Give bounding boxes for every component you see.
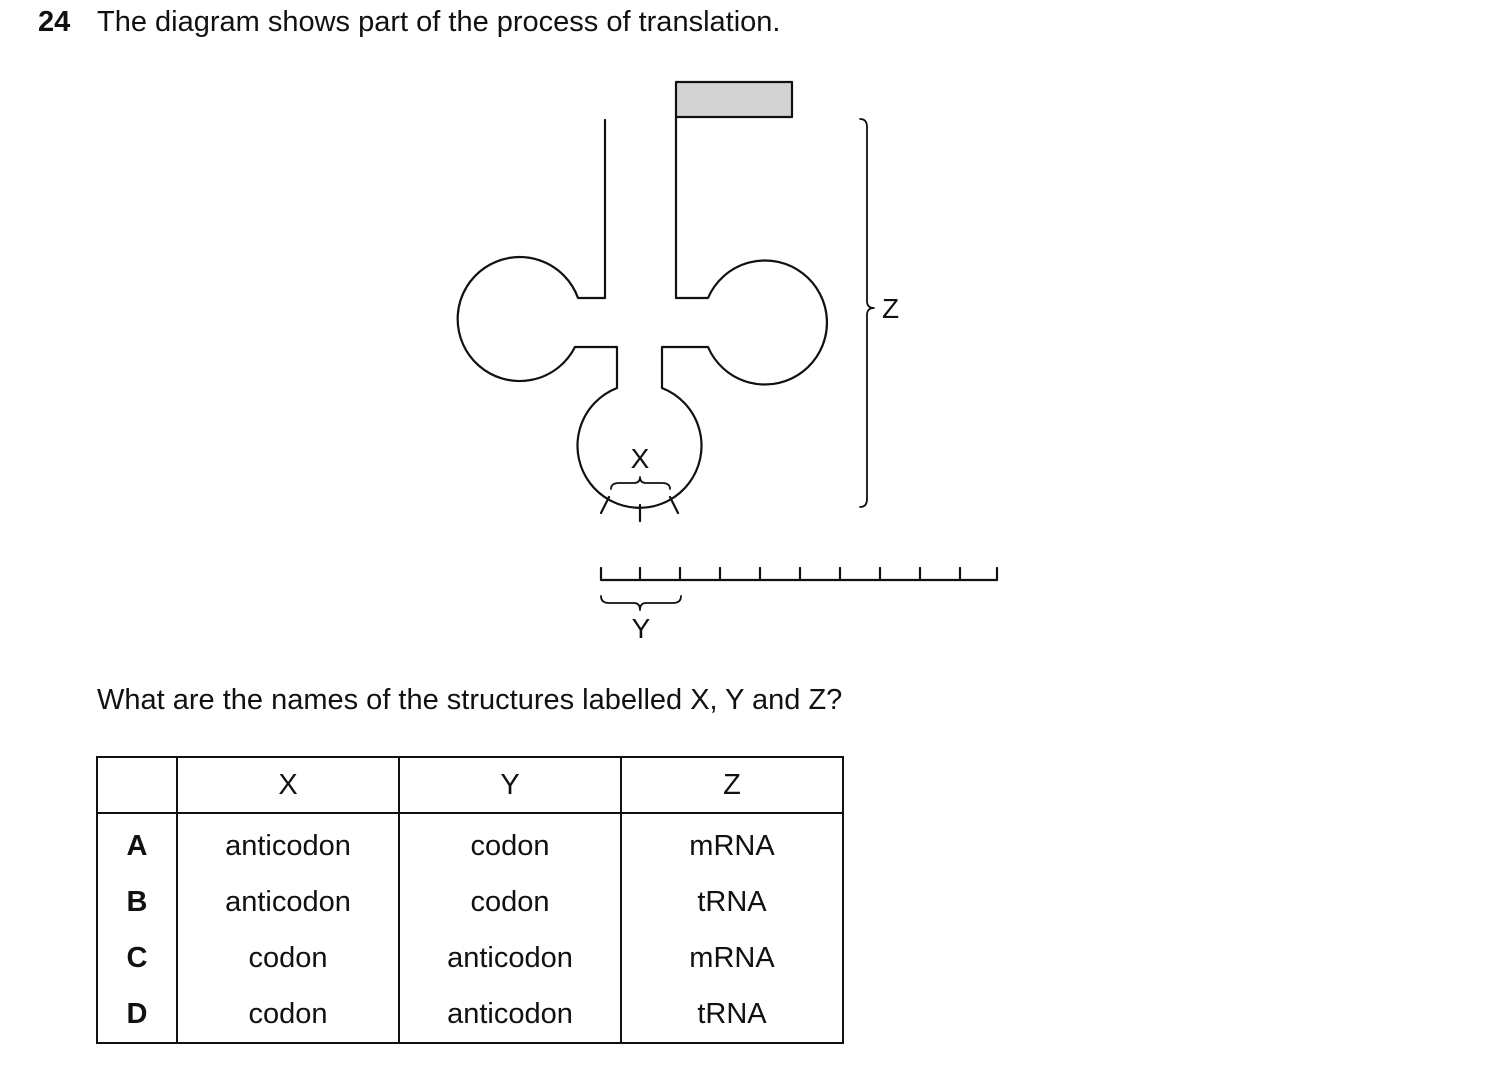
label-y: Y	[632, 613, 651, 644]
cell-y: codon	[398, 874, 622, 930]
z-brace	[859, 118, 875, 508]
y-brace	[600, 595, 682, 611]
header-z: Z	[620, 756, 844, 814]
table-row[interactable]: D codon anticodon tRNA	[96, 986, 844, 1044]
cell-x: anticodon	[176, 812, 400, 874]
mrna-base-ticks	[638, 566, 962, 582]
cell-z: mRNA	[620, 930, 844, 986]
cell-x: codon	[176, 930, 400, 986]
table-row[interactable]: B anticodon codon tRNA	[96, 874, 844, 930]
header-x: X	[176, 756, 400, 814]
table-header-row: X Y Z	[96, 756, 844, 814]
option-letter: A	[96, 812, 178, 874]
option-letter: D	[96, 986, 178, 1044]
cell-x: codon	[176, 986, 400, 1044]
amino-acid-block	[674, 80, 794, 119]
x-brace	[610, 476, 671, 490]
table-row[interactable]: C codon anticodon mRNA	[96, 930, 844, 986]
option-letter: C	[96, 930, 178, 986]
anticodon-base-1	[599, 495, 611, 515]
translation-diagram: X Y Z	[456, 80, 999, 644]
answer-table: X Y Z A anticodon codon mRNA B anticodon…	[96, 756, 844, 1044]
cell-y: anticodon	[398, 930, 622, 986]
question-text: The diagram shows part of the process of…	[97, 6, 781, 38]
cell-y: codon	[398, 812, 622, 874]
anticodon-base-3	[668, 495, 680, 515]
cell-y: anticodon	[398, 986, 622, 1044]
cell-x: anticodon	[176, 874, 400, 930]
option-letter: B	[96, 874, 178, 930]
table-row[interactable]: A anticodon codon mRNA	[96, 812, 844, 874]
question-prompt: What are the names of the structures lab…	[97, 684, 843, 716]
header-y: Y	[398, 756, 622, 814]
cell-z: tRNA	[620, 986, 844, 1044]
label-x: X	[631, 443, 650, 474]
question-number: 24	[38, 6, 71, 38]
label-z: Z	[882, 293, 899, 324]
cell-z: mRNA	[620, 812, 844, 874]
header-blank	[96, 756, 178, 814]
cell-z: tRNA	[620, 874, 844, 930]
